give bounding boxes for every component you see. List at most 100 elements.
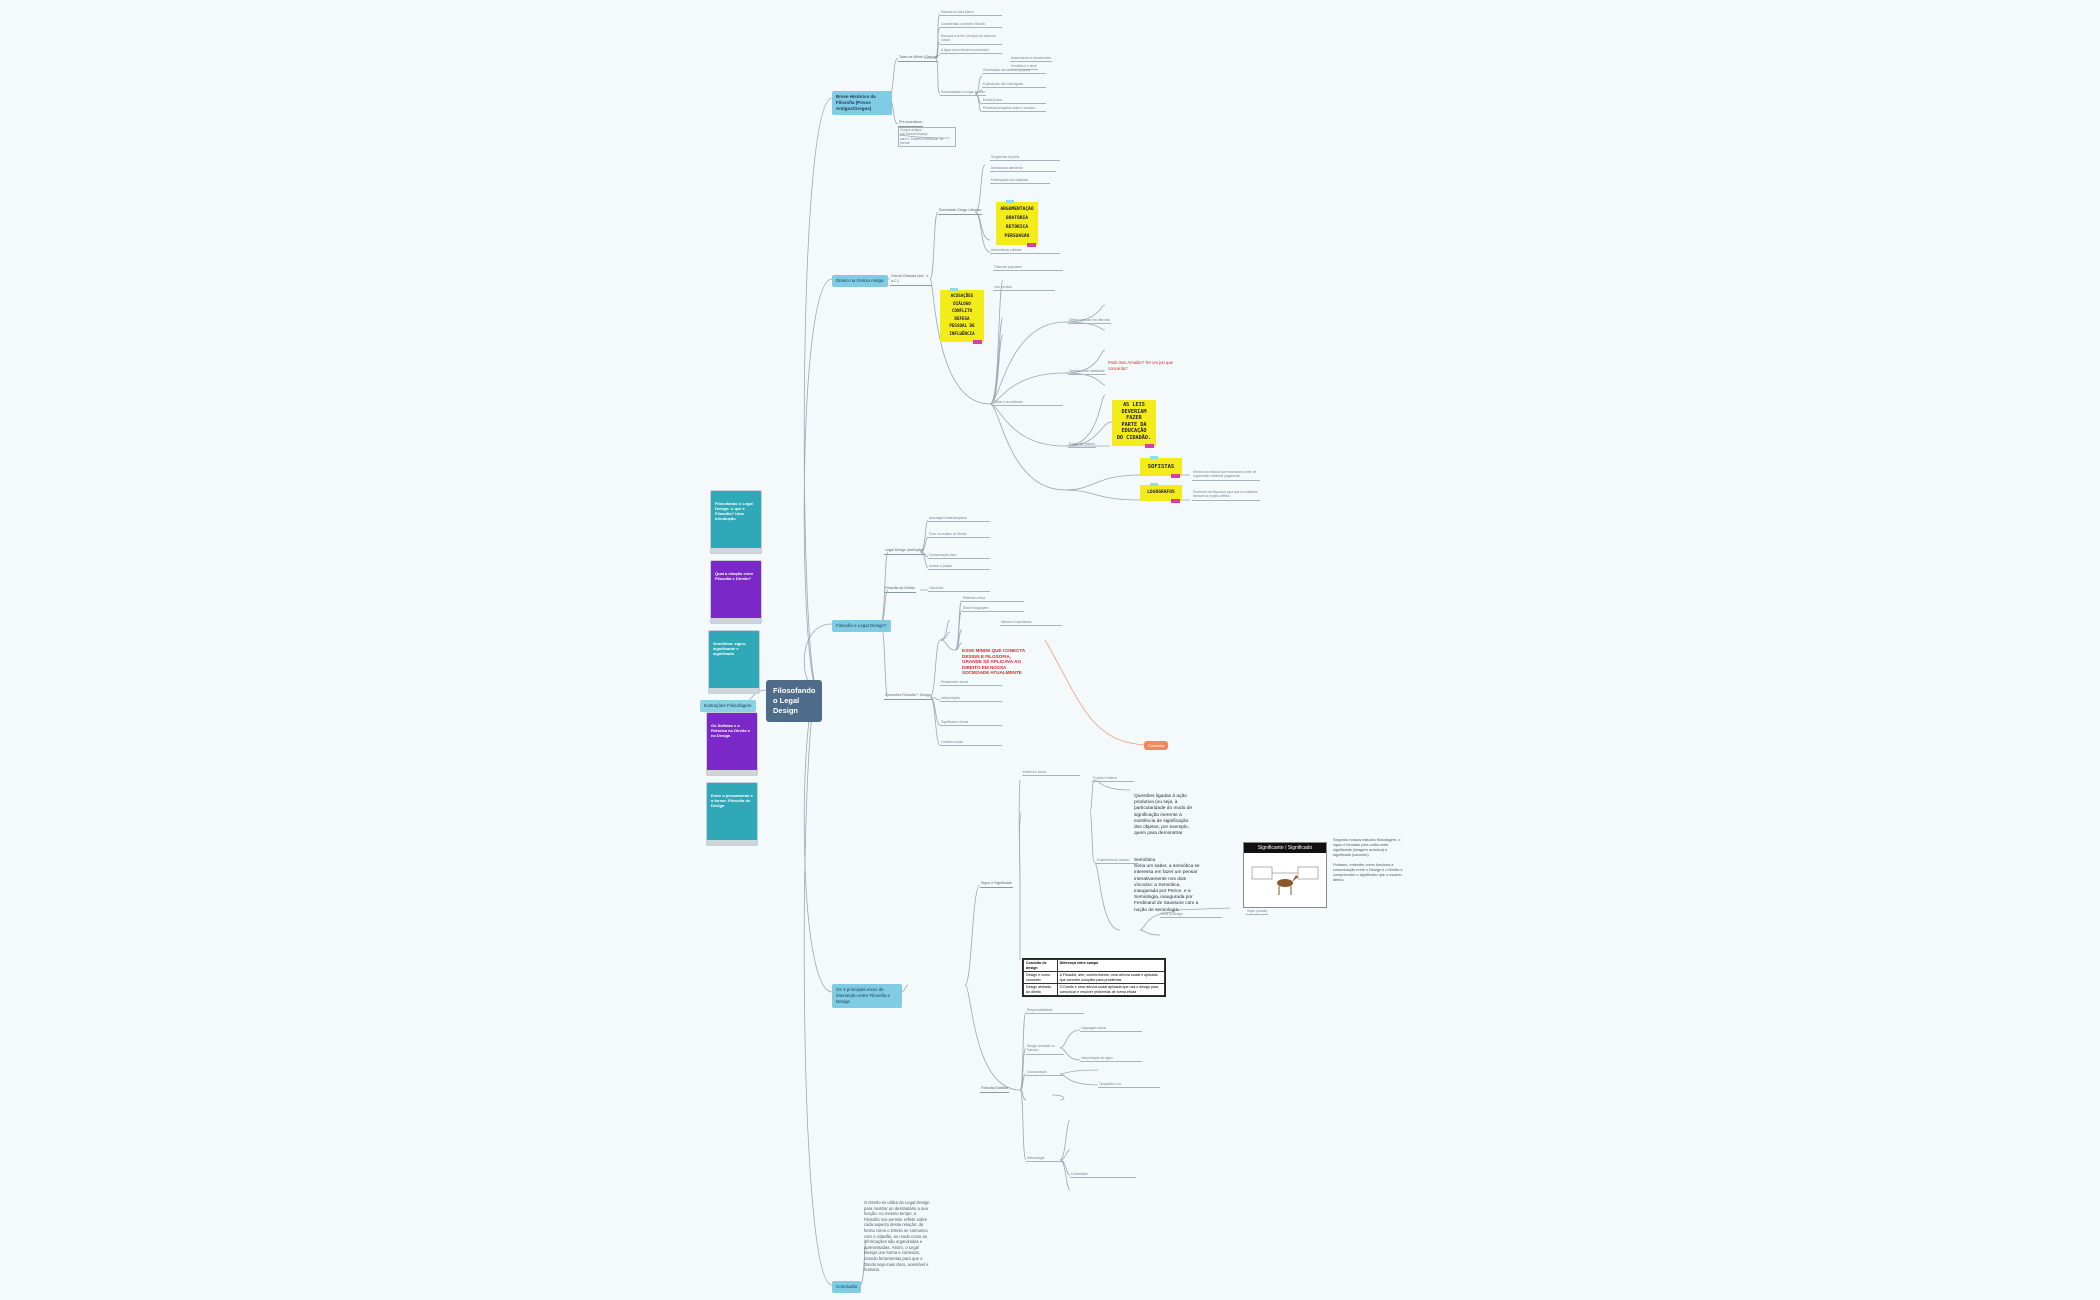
card1-line-2: RETÓRICA	[1005, 225, 1029, 230]
leaf-b4-6[interactable]: Linguagem visual	[1080, 1026, 1142, 1033]
leaf-b2-0[interactable]: Surgimento da pólis	[990, 155, 1060, 162]
leaf-b1-10[interactable]: Heráclito e o devir	[1010, 64, 1038, 71]
card-leis-educacao[interactable]: AS LEIS DEVERIAM FAZER PARTE DA EDUCAÇÃO…	[1112, 400, 1156, 448]
leaf-b2-9[interactable]: Ensino da retórica	[1068, 442, 1096, 449]
paragraph-acao-produtiva[interactable]: Questões ligadas à ação produtiva (ou se…	[1134, 794, 1193, 837]
sub-filosofia-estetica[interactable]: Filosofia Estética	[980, 1086, 1010, 1093]
card-argumentacao[interactable]: ARGUMENTAÇÃO ORATÓRIA RETÓRICA PERSUASÃO	[996, 200, 1038, 247]
leaf-b1-4[interactable]: Racionalidade no lugar do mito	[940, 90, 986, 97]
leaf-b1-2[interactable]: Buscava a arché: princípio de todas as c…	[940, 34, 1002, 45]
leaf-b3-10[interactable]: Significado e forma	[940, 720, 1002, 727]
leaf-b4-0[interactable]: Estética e forma	[1022, 770, 1080, 777]
leaf-b1-0[interactable]: Nascido na Ásia Menor	[940, 10, 1002, 17]
leaf-b2-7[interactable]: Defesa pessoal nos tribunais	[1068, 318, 1111, 325]
leaf-b4-9[interactable]: Tipografia e cor	[1098, 1082, 1160, 1089]
semiotic-diagram[interactable]: Significante / Significado Signo (cavalo…	[1243, 842, 1327, 915]
leaf-b1-6[interactable]: Explicações não mitológicas	[982, 82, 1046, 89]
leaf-b4-3[interactable]: Ética no design	[1160, 912, 1222, 919]
sub-tales[interactable]: Tales de Mileto (Grécia)	[898, 55, 938, 62]
leaf-b3-3[interactable]: Acesso à justiça	[928, 564, 990, 571]
card2-line-5: INFLUÊNCIA	[949, 330, 975, 336]
central-topic[interactable]: Filosofando o Legal Design	[766, 680, 822, 722]
leaf-b1-8[interactable]: Primeiras perguntas sobre o cosmos	[982, 106, 1046, 113]
leaf-b2-2[interactable]: Participação dos cidadãos	[990, 178, 1050, 185]
side-topic-ilustracoes[interactable]: Ilustrações Filosofagem	[700, 700, 756, 712]
highlight-mindset[interactable]: ESSE MINDE QUE CONECTA DESIGN E FILOSOFI…	[962, 648, 1026, 676]
card4-label: SOFISTAS	[1147, 464, 1175, 470]
thumbnail-3[interactable]: Semiótica: signo, significante e signifi…	[708, 630, 760, 694]
conclusion-text[interactable]: O Direito se utiliza do Legal Design par…	[864, 1200, 930, 1273]
thumbnail-1-title: Filosofando o Legal Design: o que é Filo…	[715, 501, 753, 521]
card3-line-5: DO CIDADÃO.	[1116, 434, 1152, 441]
card3-line-4: EDUCAÇÃO	[1121, 428, 1147, 435]
card-sofistas[interactable]: SOFISTAS	[1140, 456, 1182, 478]
thumbnail-2[interactable]: Qual a relação entre Filosofia e Direito…	[710, 560, 762, 624]
leaf-b2-8[interactable]: Oratória como habilidade	[1068, 369, 1106, 376]
leaf-b3-11[interactable]: Contexto social	[940, 740, 1002, 747]
leaf-b2-3[interactable]: Assembleias públicas	[990, 248, 1060, 255]
sub-legal-design[interactable]: Legal Design (definição)	[884, 548, 925, 555]
leaf-b2-5[interactable]: Leis escritas	[993, 285, 1055, 292]
sub-pre-socraticos[interactable]: Pré-socráticos	[898, 120, 923, 127]
leaf-b1-7[interactable]: Escola jônica	[982, 98, 1046, 105]
thumbnail-1[interactable]: Filosofando o Legal Design: o que é Filo…	[710, 490, 762, 554]
leaf-b4-11[interactable]: Criatividade	[1070, 1172, 1136, 1179]
branch-direito-grecia[interactable]: Direito na Grécia Antiga	[832, 275, 888, 287]
card2-line-2: CONFLITO	[951, 308, 973, 313]
question-juri[interactable]: Pode isso Arnaldo? Ter um juri que conco…	[1108, 360, 1173, 371]
sub-grecia-classica[interactable]: Grécia Clássica (séc. V a.C.)	[890, 274, 932, 286]
leaf-b4-8[interactable]: Comunicação	[1026, 1070, 1064, 1077]
card-acusacoes[interactable]: ACUSAÇÕES DIÁLOGO CONFLITO DEFESA PESSOA…	[940, 288, 984, 344]
leaf-b4-1[interactable]: Função e beleza	[1092, 776, 1134, 783]
leaf-b3-6[interactable]: Ética e linguagem	[962, 606, 1024, 613]
branch-filosofia-legal-design[interactable]: Filosofia e Legal Design?	[832, 620, 891, 632]
branch-conclusao[interactable]: Conclusão	[832, 1281, 862, 1293]
thumbnail-5[interactable]: Entre o pensamento e a forma: Filosofia …	[706, 782, 758, 846]
table-cell-1-1: Design é como conceber	[1023, 971, 1058, 984]
leaf-b3-8[interactable]: Pensamento visual	[940, 680, 1002, 687]
card1-line-0: ARGUMENTAÇÃO	[1000, 207, 1034, 212]
note-gregos-antigos[interactable]: Gregos antigos que tiveram espaço para o…	[898, 127, 956, 148]
leaf-b3-5[interactable]: Reflexão crítica	[962, 596, 1024, 603]
thumbnail-2-title: Qual a relação entre Filosofia e Direito…	[715, 571, 754, 581]
sub-sociedade-grega[interactable]: Sociedade Grega / Atenas	[938, 208, 982, 215]
leaf-b1-5[interactable]: Observação da natureza (physis)	[982, 68, 1046, 75]
branch-eixos[interactable]: Os 3 principais eixos de interseção entr…	[832, 984, 902, 1008]
semiotic-note: Signo (cavalo)	[1246, 909, 1269, 915]
leaf-b4-10[interactable]: Metodologia	[1026, 1156, 1064, 1163]
sub-filosofia-direito[interactable]: Filosofia do Direito	[884, 586, 916, 593]
leaf-b2-1[interactable]: Democracia ateniense	[990, 166, 1056, 173]
paragraph-semiotica[interactable]: Semiótica Seria um saber, a semiótica se…	[1134, 858, 1200, 913]
leaf-b4-5[interactable]: Design centrado no humano	[1026, 1044, 1064, 1055]
leaf-b1-3[interactable]: A água como elemento primordial	[940, 48, 1002, 55]
sub-conexoes[interactable]: Conexões Filosofia + Design	[884, 693, 932, 700]
leaf-b2-6[interactable]: Sólon e as reformas	[993, 400, 1063, 407]
card-logografos[interactable]: LOGÓGRAFOS	[1140, 483, 1182, 503]
leaf-b4-7[interactable]: Interpretação do signo	[1080, 1056, 1142, 1063]
leaf-b1-1[interactable]: Considerado o primeiro filósofo	[940, 22, 1002, 29]
leaf-b3-7[interactable]: Método e experiência	[1000, 620, 1062, 627]
leaf-b3-9[interactable]: Interpretação	[940, 696, 1002, 703]
leaf-b3-4[interactable]: Visual law	[928, 586, 990, 593]
table-header-1: Conceito de design	[1023, 959, 1058, 972]
note-signo[interactable]: Segundo nossos estudos filosofagem, o si…	[1333, 838, 1403, 882]
sub-signo-significado[interactable]: Signo e Significado	[980, 881, 1013, 888]
leaf-b1-9[interactable]: Anaximandro e Anaxímenes	[1010, 56, 1052, 63]
badge-contexto[interactable]: Contexto	[1144, 741, 1169, 750]
design-table[interactable]: Conceito de design Diferença entre campo…	[1022, 958, 1166, 997]
thumbnail-4[interactable]: Os Sofistas e a Retórica no Direito e no…	[706, 712, 758, 776]
leaf-b2-4[interactable]: Tribunais populares	[993, 265, 1063, 272]
note-sofistas[interactable]: Mestres da retórica que ensinavam a arte…	[1192, 470, 1260, 481]
leaf-b3-0[interactable]: Abordagem interdisciplinar	[928, 516, 990, 523]
leaf-b4-4[interactable]: Responsabilidade	[1026, 1008, 1084, 1015]
table-cell-2-2: O Direito é uma ciência social aplicada …	[1056, 983, 1166, 996]
table-cell-1-2: A Filosofia, arte, conhecimento: uma ciê…	[1056, 971, 1166, 984]
leaf-b3-1[interactable]: Foco no usuário do Direito	[928, 532, 990, 539]
card3-line-0: AS LEIS	[1123, 402, 1145, 408]
branch-historico[interactable]: Breve Histórico da Filosofia (Povos Anti…	[832, 91, 892, 115]
leaf-b3-2[interactable]: Comunicação clara	[928, 553, 990, 560]
note-logografos[interactable]: Escritores de discursos para que os cida…	[1192, 490, 1260, 501]
leaf-b4-2[interactable]: Experiência do usuário	[1096, 858, 1138, 865]
